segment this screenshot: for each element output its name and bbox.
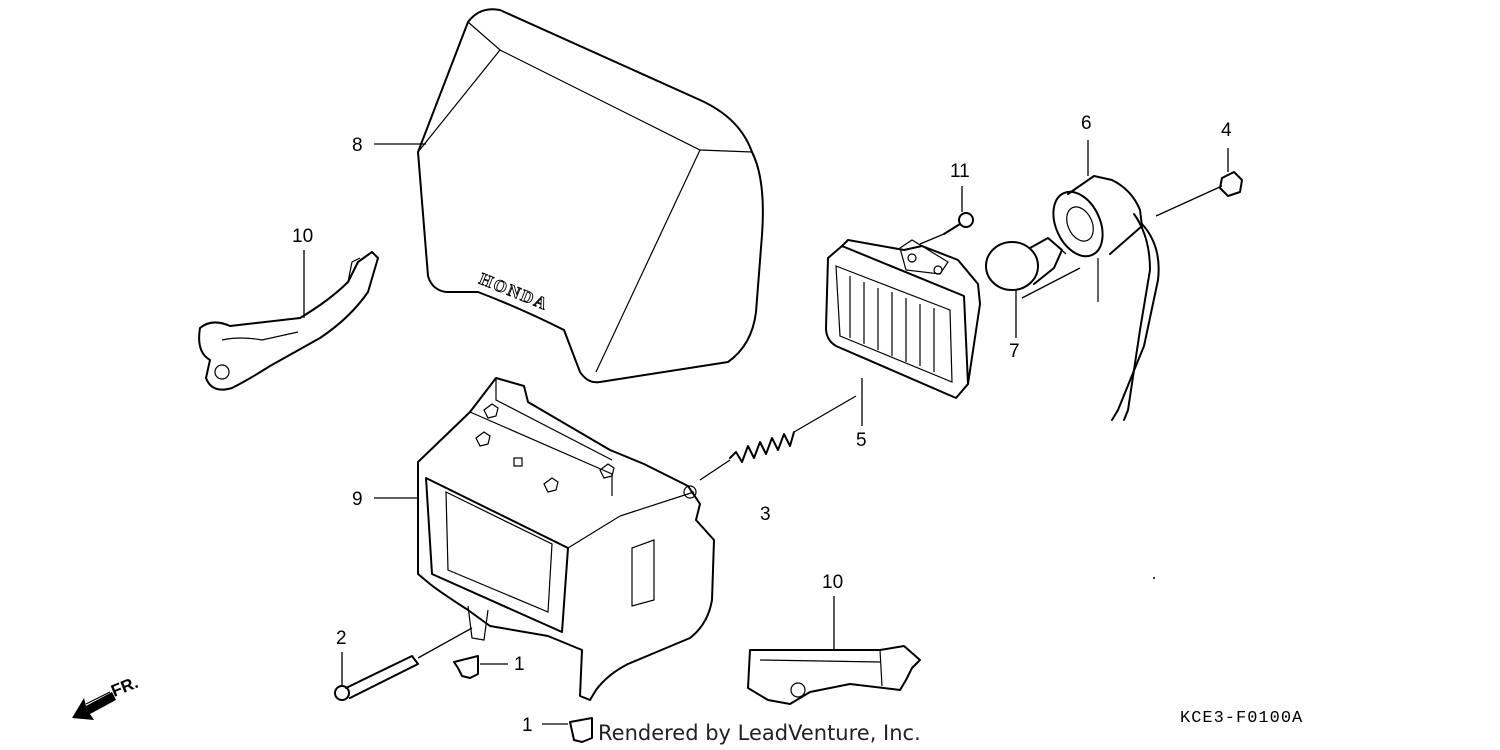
part-1-grommet-a[interactable] <box>453 655 508 679</box>
front-arrow-icon <box>72 692 116 720</box>
speck-dot <box>1153 577 1155 579</box>
callout-1a: 1 <box>514 654 525 675</box>
part-11-screw[interactable] <box>919 186 974 245</box>
part-7-bulb[interactable] <box>985 237 1081 338</box>
credit-text: Rendered by LeadVenture, Inc. <box>598 721 921 745</box>
callout-10a: 10 <box>292 226 313 247</box>
callout-3: 3 <box>760 504 771 525</box>
callout-4: 4 <box>1221 120 1232 141</box>
part-3-spring[interactable] <box>699 395 857 481</box>
part-10-lower-stay[interactable] <box>747 596 921 705</box>
callout-8: 8 <box>352 135 363 156</box>
part-4-nut[interactable] <box>1155 148 1243 217</box>
callout-10b: 10 <box>822 572 843 593</box>
part-10-upper-stay[interactable] <box>198 251 379 391</box>
front-direction-indicator: FR. <box>72 673 141 720</box>
callout-11: 11 <box>950 161 970 182</box>
part-8-visor[interactable]: HONDA <box>417 8 764 384</box>
callout-7: 7 <box>1009 341 1020 362</box>
callout-1b: 1 <box>522 715 533 736</box>
callout-5: 5 <box>856 430 867 451</box>
callout-6: 6 <box>1081 113 1092 134</box>
part-5-headlight-unit[interactable] <box>825 239 981 399</box>
part-6-socket[interactable] <box>1044 140 1160 421</box>
diagram-code: KCE3-F0100A <box>1180 709 1303 728</box>
callout-9: 9 <box>352 489 363 510</box>
part-2-bolt[interactable] <box>334 627 473 701</box>
callout-2: 2 <box>336 628 347 649</box>
front-label: FR. <box>108 673 141 701</box>
part-1-grommet-b[interactable] <box>542 717 593 743</box>
part-9-headlight-case[interactable] <box>417 377 715 701</box>
